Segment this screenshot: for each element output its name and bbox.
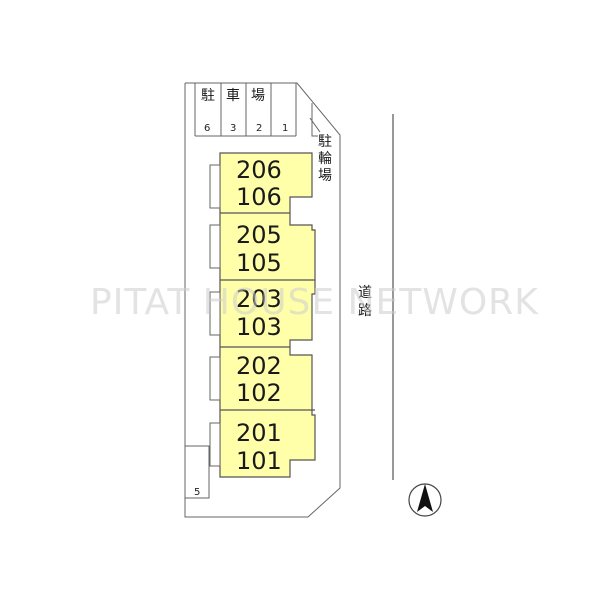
unit-label: 105 [236,249,282,277]
parking-space-number: 5 [194,487,200,498]
north-arrow-icon [408,483,442,517]
unit-label: 205 [236,221,282,249]
parking-stall-5 [184,445,210,499]
parking-label-char-3: 場 [251,88,265,104]
unit-label: 106 [236,183,282,211]
bicycle-parking-label-char-1: 駐 [318,134,332,150]
unit-label: 101 [236,447,282,475]
apartment-building [219,152,316,478]
road-label-char-2: 路 [358,303,372,319]
unit-label: 206 [236,156,282,184]
parking-space-number: 2 [256,123,262,134]
balconies [209,164,221,467]
parking-label-char-2: 車 [226,87,240,104]
parking-stalls [194,83,318,137]
parking-space-number: 1 [282,123,288,134]
parking-space-number: 6 [204,123,210,134]
unit-label: 103 [236,313,282,341]
watermark: PITAT HOUSE NETWORK [90,282,539,323]
unit-dividers [220,212,315,411]
unit-label: 202 [236,352,282,380]
unit-label: 102 [236,379,282,407]
parking-label-char-1: 駐 [201,88,215,104]
road-label-char-1: 道 [358,285,372,301]
parking-space-number: 3 [230,123,236,134]
unit-label: 203 [236,285,282,313]
unit-label: 201 [236,419,282,447]
bicycle-parking-label-char-3: 場 [318,168,332,184]
property-boundary [184,82,341,518]
bicycle-parking-pointer [309,117,321,133]
bicycle-parking-label-char-2: 輪 [318,150,332,167]
